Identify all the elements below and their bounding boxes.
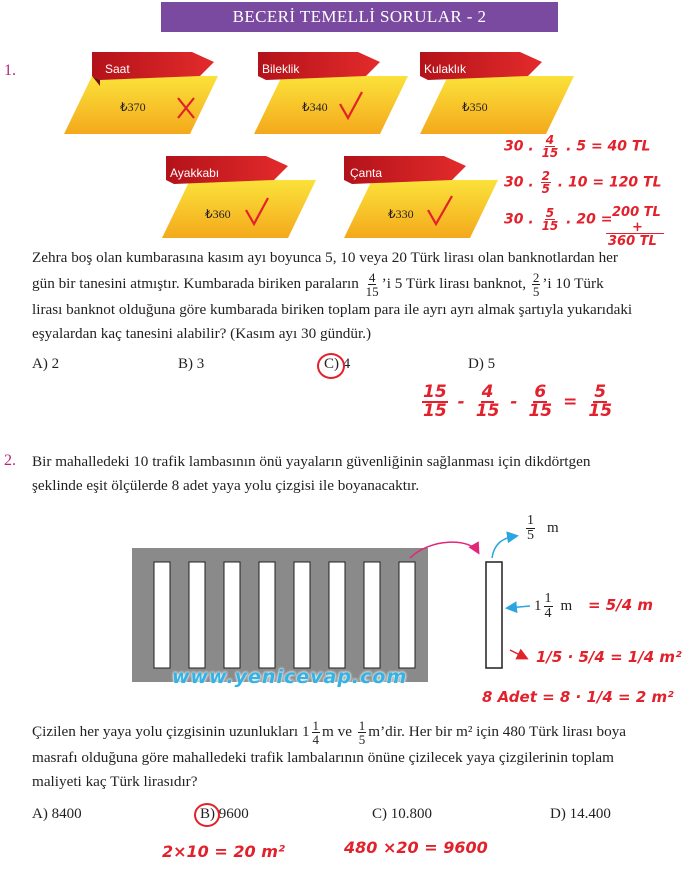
option-2c[interactable]: C) 10.800: [372, 806, 432, 822]
tag-price-canta: ₺330: [388, 207, 414, 221]
handwriting-sum-line: [606, 233, 664, 234]
stripe: [398, 561, 416, 669]
tag-name-kulaklik: Kulaklık: [424, 62, 467, 76]
tag-price-bileklik: ₺340: [302, 100, 328, 114]
option-1a[interactable]: A) 2: [32, 356, 60, 372]
road-rectangle: [132, 548, 428, 682]
tag-price-ayakkabi: ₺360: [205, 207, 231, 221]
stripe: [293, 561, 311, 669]
watermark: www.yenicevap.com: [172, 666, 408, 688]
tag-name-canta: Çanta: [350, 166, 382, 180]
price-tag-kulaklik: Kulaklık ₺350: [420, 52, 574, 134]
handwriting-plus: +: [632, 220, 643, 235]
handwriting-length-eq: = 5/4 m: [588, 596, 653, 614]
tag-price-saat: ₺370: [120, 100, 146, 114]
price-tag-canta: Çanta ₺330: [344, 156, 498, 238]
question-2-text: Çizilen her yaya yolu çizgisinin uzunluk…: [32, 717, 627, 791]
stripe: [328, 561, 346, 669]
option-2a[interactable]: A) 8400: [32, 806, 82, 822]
blue-arrow-icon: [505, 601, 531, 614]
question-1-text: Zehra boş olan kumbarasına kasım ayı boy…: [32, 249, 633, 342]
question-2-number: 2.: [4, 452, 16, 469]
price-tags: Saat ₺370 Bileklik ₺340 Kulaklık ₺350 Ay…: [64, 52, 574, 238]
answer-circle-2: [194, 803, 220, 827]
crosswalk-diagram: [132, 531, 531, 682]
price-tag-ayakkabi: Ayakkabı ₺360: [162, 156, 316, 238]
blue-arrow-icon: [491, 531, 519, 559]
tag-name-ayakkabi: Ayakkabı: [170, 166, 219, 180]
handwriting-total: 360 TL: [608, 234, 657, 249]
option-1d[interactable]: D) 5: [468, 356, 496, 372]
handwriting-bottom-2: 480 ×20 = 9600: [344, 838, 488, 857]
question-2-intro: Bir mahalledeki 10 trafik lambasının önü…: [32, 453, 591, 494]
stripe: [223, 561, 241, 669]
red-arrow-icon: [509, 648, 529, 660]
check-mark-icon: [245, 197, 269, 227]
option-1c-value: 4: [342, 356, 351, 372]
single-stripe: [485, 561, 503, 669]
price-tag-bileklik: Bileklik ₺340: [254, 52, 408, 134]
option-2b-value: 9600: [218, 806, 249, 822]
question-1-number: 1.: [4, 62, 16, 79]
handwriting-total-area: 8 Adet = 8 · 1/4 = 2 m²: [482, 688, 674, 706]
stripe: [363, 561, 381, 669]
stripe: [258, 561, 276, 669]
tag-price-kulaklik: ₺350: [462, 100, 488, 114]
pink-arrow-icon: [409, 541, 480, 559]
handwriting-200: 200 TL: [612, 205, 661, 220]
option-2d[interactable]: D) 14.400: [550, 806, 611, 822]
check-mark-icon: [427, 195, 453, 227]
tag-name-bileklik: Bileklik: [262, 62, 300, 76]
stripe: [153, 561, 171, 669]
handwriting-bottom-1: 2×10 = 20 m²: [162, 842, 285, 861]
option-1b[interactable]: B) 3: [178, 356, 205, 372]
answer-circle-1: [317, 353, 345, 379]
cross-mark-icon: [177, 97, 195, 119]
tag-name-saat: Saat: [105, 62, 130, 76]
handwriting-area-eq: 1/5 · 5/4 = 1/4 m²: [536, 648, 682, 666]
section-title: BECERİ TEMELLİ SORULAR - 2: [232, 7, 487, 26]
section-header: BECERİ TEMELLİ SORULAR - 2: [161, 2, 558, 32]
price-tag-saat: Saat ₺370: [64, 52, 218, 134]
stripe: [188, 561, 206, 669]
check-mark-icon: [339, 91, 363, 121]
